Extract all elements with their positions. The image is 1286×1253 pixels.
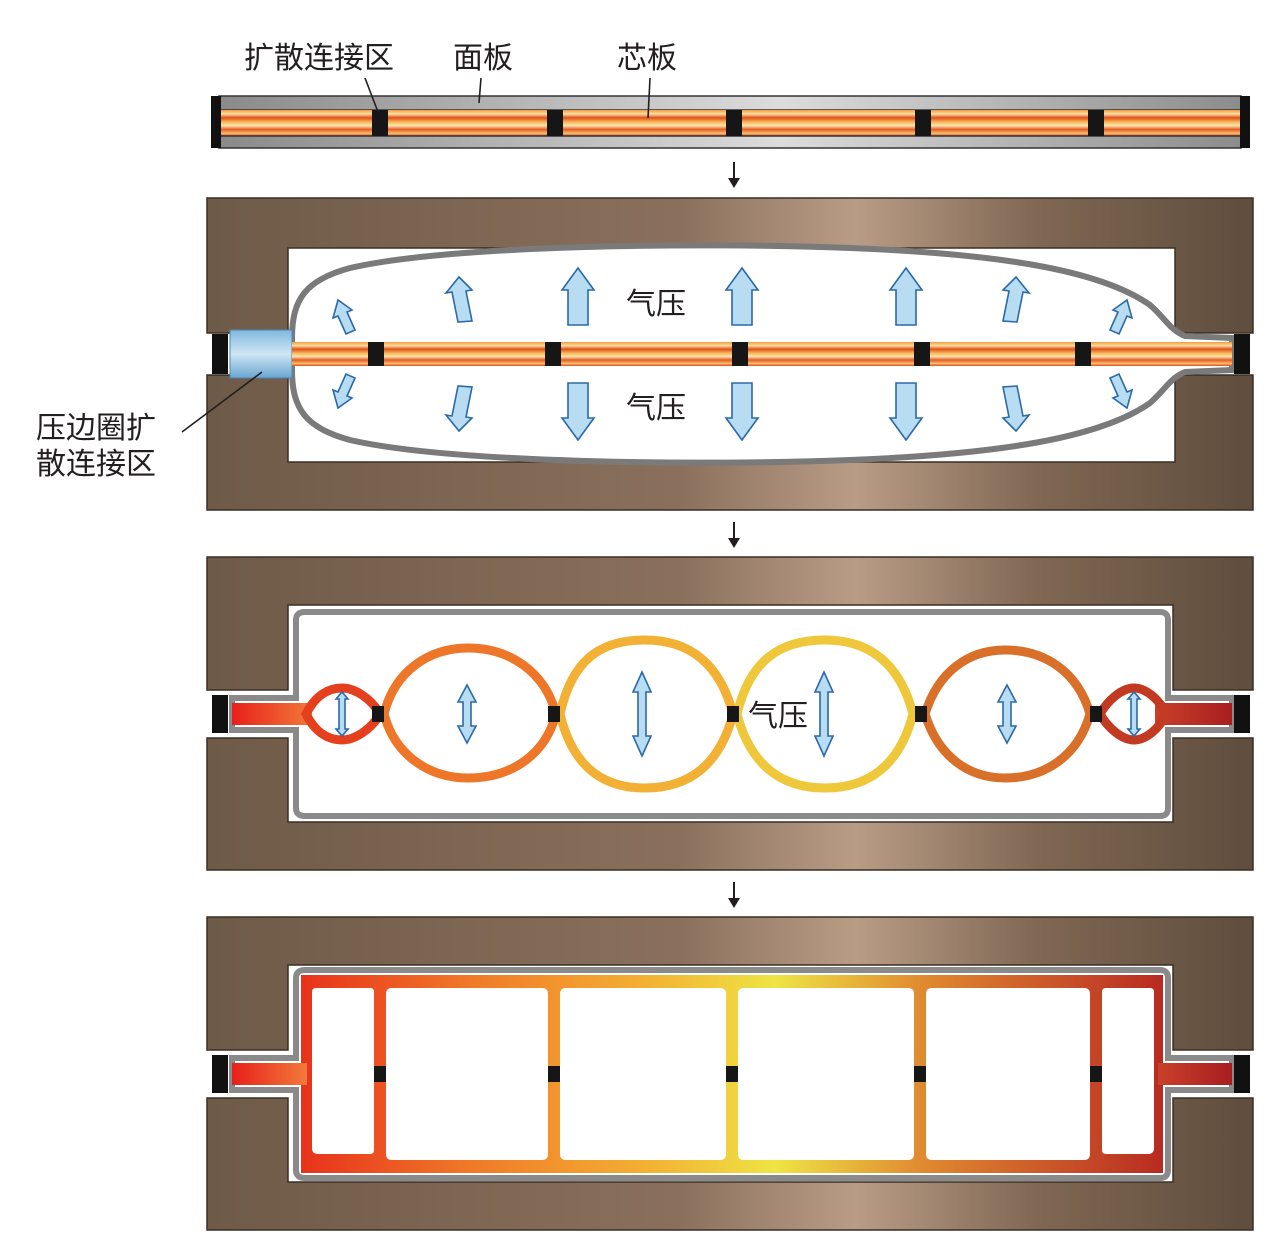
stage-2-face-forming: 气压 气压 压边圈扩 散连接区 (36, 197, 1254, 511)
stage-4-final-structure (206, 916, 1254, 1231)
die-lower (206, 1097, 1254, 1231)
end-seal-left (211, 96, 221, 148)
pressure-arrows (334, 670, 1142, 758)
process-arrow-1 (728, 162, 740, 188)
core-stub-left (232, 1063, 307, 1085)
end-seal-right (1234, 1055, 1250, 1093)
stage-1-stack: 扩散连接区 面板 芯板 (211, 41, 1250, 149)
label-edge-bond-line2: 散连接区 (36, 447, 156, 482)
die-upper (206, 916, 1254, 1051)
label-edge-bond-line1: 压边圈扩 (36, 411, 156, 446)
label-pressure-upper: 气压 (626, 287, 686, 322)
core-stub-right (1158, 1063, 1232, 1085)
core-stub-right (1155, 703, 1232, 725)
bond-points (368, 342, 1091, 366)
end-seal-left (212, 695, 228, 733)
edge-bond-leader (181, 371, 263, 433)
die-upper (206, 556, 1254, 691)
label-core-sheet: 芯板 (617, 41, 677, 76)
process-arrow-2 (728, 522, 740, 548)
stage-3-core-inflation: 气压 (206, 556, 1254, 871)
end-seal-left (212, 334, 228, 374)
pressure-arrows (331, 266, 1134, 442)
end-seal-right (1234, 334, 1250, 374)
bond-points (372, 110, 1104, 136)
end-seal-left (212, 1055, 228, 1093)
core-stub-left (232, 703, 312, 725)
die-lower (206, 737, 1254, 871)
face-sheet-bottom (218, 135, 1242, 149)
bond-points (374, 1066, 1102, 1082)
label-face-sheet: 面板 (453, 41, 513, 76)
label-pressure-lower: 气压 (626, 391, 686, 426)
end-seal-right (1240, 96, 1250, 148)
end-seal-right (1234, 695, 1250, 733)
label-diffusion-bond-zone: 扩散连接区 (244, 41, 394, 76)
leader-lines (364, 77, 651, 119)
bond-points (372, 706, 1102, 722)
process-arrow-3 (728, 882, 740, 908)
edge-bond-zone (229, 329, 293, 379)
label-pressure: 气压 (748, 699, 808, 734)
